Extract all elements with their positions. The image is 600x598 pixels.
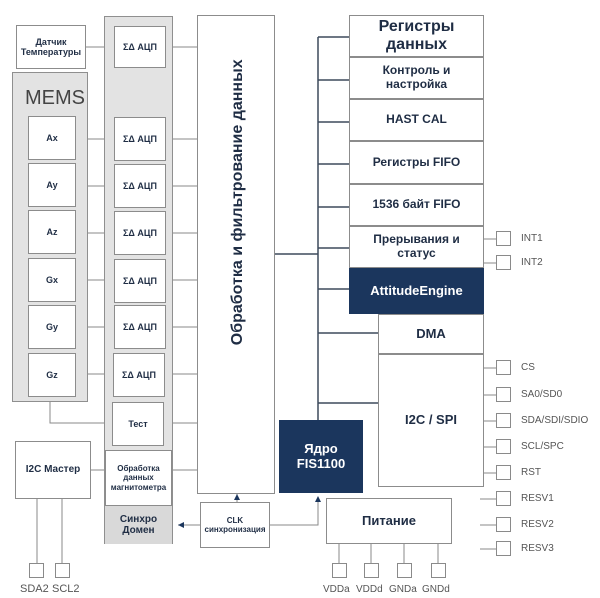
mems-title: MEMS (25, 87, 85, 109)
pin-label-cs: CS (521, 362, 535, 373)
magnetometer-processing-block: Обработка данных магнитометра (105, 450, 172, 506)
sensor-ay: Ay (28, 163, 76, 207)
register-fifo-buffer: 1536 байт FIFO (349, 184, 484, 226)
pin-resv1 (496, 491, 511, 506)
pin-resv2 (496, 517, 511, 532)
pin-label-sa0-sd0: SA0/SD0 (521, 389, 563, 400)
arrow-head (315, 496, 321, 502)
processing-filtering-label: Обработка и фильтрование данных (228, 59, 246, 346)
core-fis1100-block: Ядро FIS1100 (279, 420, 363, 493)
processing-filtering-block: Обработка и фильтрование данных (197, 15, 275, 494)
adc-gy: ΣΔ АЦП (114, 305, 166, 349)
adc-gz: ΣΔ АЦП (113, 353, 165, 397)
arrow-head (178, 522, 184, 528)
i2c-master-block: I2C Мастер (15, 441, 91, 499)
pin-label-resv3: RESV3 (521, 543, 554, 554)
pin-label-sda-sdi-sdio: SDA/SDI/SDIO (521, 415, 589, 426)
pin-label-scl2: SCL2 (52, 583, 80, 595)
adc-ay: ΣΔ АЦП (114, 164, 166, 208)
pin-resv3 (496, 541, 511, 556)
pin-label-resv1: RESV1 (521, 493, 554, 504)
sensor-ax: Ax (28, 116, 76, 160)
pin-scl-spc (496, 439, 511, 454)
pin-cs (496, 360, 511, 375)
pin-gnda (397, 563, 412, 578)
pin-sda2 (29, 563, 44, 578)
register-fifo-registers: Регистры FIFO (349, 141, 484, 184)
clk-sync-block: CLK синхронизация (200, 502, 270, 548)
pin-label-int1: INT1 (521, 233, 543, 244)
dma-block: DMA (378, 314, 484, 354)
attitude-engine-block: AttitudeEngine (349, 268, 484, 314)
sensor-gx: Gx (28, 258, 76, 302)
register-data-registers: Регистры данных (349, 15, 484, 57)
pin-sa0-sd0 (496, 387, 511, 402)
temperature-sensor-block: Датчик Температуры (16, 25, 86, 69)
power-block: Питание (326, 498, 452, 544)
arrow-head (234, 494, 240, 500)
pin-label-vddd: VDDd (356, 584, 383, 595)
pin-scl2 (55, 563, 70, 578)
pin-gndd (431, 563, 446, 578)
adc-az: ΣΔ АЦП (114, 211, 166, 255)
pin-label-resv2: RESV2 (521, 519, 554, 530)
adc-gx: ΣΔ АЦП (114, 259, 166, 303)
pin-label-rst: RST (521, 467, 541, 478)
adc-ax: ΣΔ АЦП (114, 117, 166, 161)
sensor-gz: Gz (28, 353, 76, 397)
pin-int1 (496, 231, 511, 246)
register-hast-cal: HAST CAL (349, 99, 484, 141)
test-block: Тест (112, 402, 164, 446)
pin-vddd (364, 563, 379, 578)
sensor-az: Az (28, 210, 76, 254)
pin-int2 (496, 255, 511, 270)
pin-label-sda2: SDA2 (20, 583, 49, 595)
pin-label-gndd: GNDd (422, 584, 450, 595)
adc-temperature: ΣΔ АЦП (114, 26, 166, 68)
pin-label-vdda: VDDa (323, 584, 350, 595)
pin-rst (496, 465, 511, 480)
register-control-settings: Контроль и настройка (349, 57, 484, 99)
pin-label-scl-spc: SCL/SPC (521, 441, 564, 452)
sensor-gy: Gy (28, 305, 76, 349)
pin-label-gnda: GNDa (389, 584, 417, 595)
pin-label-int2: INT2 (521, 257, 543, 268)
pin-sda-sdi-sdio (496, 413, 511, 428)
i2c-spi-block: I2C / SPI (378, 354, 484, 487)
sync-domain-block: Синхро Домен (105, 506, 172, 544)
register-interrupts-status: Прерывания и статус (349, 226, 484, 268)
pin-vdda (332, 563, 347, 578)
